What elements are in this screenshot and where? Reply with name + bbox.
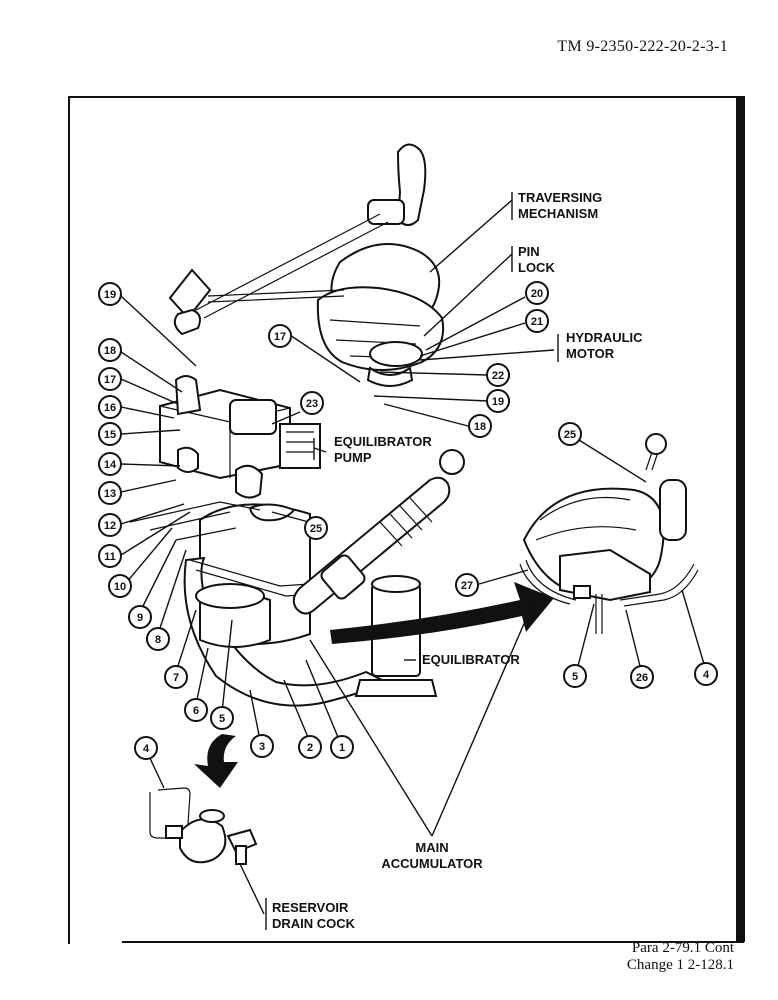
callout: 3 bbox=[250, 734, 274, 758]
svg-text:4: 4 bbox=[703, 669, 710, 681]
para-reference: Para 2-79.1 Cont bbox=[631, 940, 734, 956]
change-page-number: Change 1 2-128.1 bbox=[626, 957, 734, 973]
callout: 4 bbox=[694, 662, 718, 686]
down-arrow bbox=[194, 734, 238, 788]
callout: 6 bbox=[184, 698, 208, 722]
svg-text:21: 21 bbox=[531, 316, 543, 328]
callout: 19 bbox=[98, 282, 122, 306]
svg-text:14: 14 bbox=[104, 459, 117, 471]
label-traversing-2: MECHANISM bbox=[518, 206, 598, 221]
svg-text:22: 22 bbox=[492, 370, 504, 382]
label-hydraulic-2: MOTOR bbox=[566, 346, 615, 361]
svg-text:19: 19 bbox=[104, 289, 116, 301]
callout: 13 bbox=[98, 481, 122, 505]
label-equil-pump-1: EQUILIBRATOR bbox=[334, 434, 432, 449]
svg-text:1: 1 bbox=[339, 742, 345, 754]
callout: 27 bbox=[455, 573, 479, 597]
equilibrator-cylinder-drawing bbox=[292, 449, 465, 615]
svg-text:8: 8 bbox=[155, 634, 161, 646]
callout: 2 bbox=[298, 735, 322, 759]
label-equilibrator: EQUILIBRATOR bbox=[422, 652, 520, 667]
equilibrator-drawing bbox=[354, 575, 438, 697]
svg-text:10: 10 bbox=[114, 581, 126, 593]
svg-text:5: 5 bbox=[219, 713, 225, 725]
svg-text:13: 13 bbox=[104, 488, 116, 500]
callout: 16 bbox=[98, 395, 122, 419]
callout: 26 bbox=[630, 665, 654, 689]
svg-text:18: 18 bbox=[104, 345, 116, 357]
traversing-mechanism-drawing bbox=[168, 143, 444, 387]
callout: 7 bbox=[164, 665, 188, 689]
svg-text:12: 12 bbox=[104, 520, 116, 532]
callout: 15 bbox=[98, 422, 122, 446]
svg-text:27: 27 bbox=[461, 580, 473, 592]
svg-text:26: 26 bbox=[636, 672, 648, 684]
svg-text:11: 11 bbox=[104, 551, 116, 563]
callout: 11 bbox=[98, 544, 122, 568]
callout: 18 bbox=[468, 414, 492, 438]
label-traversing-1: TRAVERSING bbox=[518, 190, 602, 205]
svg-text:7: 7 bbox=[173, 672, 179, 684]
callout: 10 bbox=[108, 574, 132, 598]
svg-text:23: 23 bbox=[306, 398, 318, 410]
svg-text:25: 25 bbox=[310, 523, 322, 535]
callout: 5 bbox=[210, 706, 234, 730]
svg-text:2: 2 bbox=[307, 742, 313, 754]
callout: 23 bbox=[300, 391, 324, 415]
reservoir-drain-cock-drawing bbox=[149, 734, 258, 865]
equilibrator-pump-drawing bbox=[159, 375, 321, 499]
svg-text:18: 18 bbox=[474, 421, 486, 433]
label-reservoir-2: DRAIN COCK bbox=[272, 916, 356, 931]
svg-text:20: 20 bbox=[531, 288, 543, 300]
svg-text:9: 9 bbox=[137, 612, 143, 624]
svg-text:15: 15 bbox=[104, 429, 116, 441]
reservoir-body-drawing bbox=[129, 501, 389, 707]
leader-lines bbox=[120, 192, 705, 930]
page-frame bbox=[68, 96, 736, 944]
callout: 4 bbox=[134, 736, 158, 760]
label-main-acc-1: MAIN bbox=[415, 840, 448, 855]
frame-right-bar bbox=[736, 96, 745, 942]
callout: 20 bbox=[525, 281, 549, 305]
tm-number: TM 9-2350-222-20-2-3-1 bbox=[557, 38, 728, 55]
svg-text:17: 17 bbox=[104, 374, 116, 386]
curved-arrow bbox=[330, 582, 554, 644]
callout: 5 bbox=[563, 664, 587, 688]
svg-text:16: 16 bbox=[104, 402, 116, 414]
label-pin-1: PIN bbox=[518, 244, 540, 259]
svg-text:6: 6 bbox=[193, 705, 199, 717]
svg-text:25: 25 bbox=[564, 429, 576, 441]
svg-text:19: 19 bbox=[492, 396, 504, 408]
svg-text:5: 5 bbox=[572, 671, 578, 683]
callout: 18 bbox=[98, 338, 122, 362]
callout: 9 bbox=[128, 605, 152, 629]
callout: 1 bbox=[330, 735, 354, 759]
label-equil-pump-2: PUMP bbox=[334, 450, 372, 465]
label-pin-2: LOCK bbox=[518, 260, 555, 275]
callout: 21 bbox=[525, 309, 549, 333]
callout: 14 bbox=[98, 452, 122, 476]
callout: 22 bbox=[486, 363, 510, 387]
label-hydraulic-1: HYDRAULIC bbox=[566, 330, 643, 345]
main-accumulator-drawing bbox=[519, 433, 699, 634]
frame-bottom-rule bbox=[122, 941, 744, 943]
svg-text:17: 17 bbox=[274, 331, 286, 343]
callout: 25 bbox=[304, 516, 328, 540]
callout: 17 bbox=[268, 324, 292, 348]
callout: 17 bbox=[98, 367, 122, 391]
callout: 19 bbox=[486, 389, 510, 413]
label-main-acc-2: ACCUMULATOR bbox=[381, 856, 483, 871]
svg-text:4: 4 bbox=[143, 743, 150, 755]
callout: 8 bbox=[146, 627, 170, 651]
page-footer: Para 2-79.1 Cont Change 1 2-128.1 bbox=[627, 940, 734, 974]
svg-text:3: 3 bbox=[259, 741, 265, 753]
callout: 25 bbox=[558, 422, 582, 446]
callout: 12 bbox=[98, 513, 122, 537]
label-reservoir-1: RESERVOIR bbox=[272, 900, 349, 915]
